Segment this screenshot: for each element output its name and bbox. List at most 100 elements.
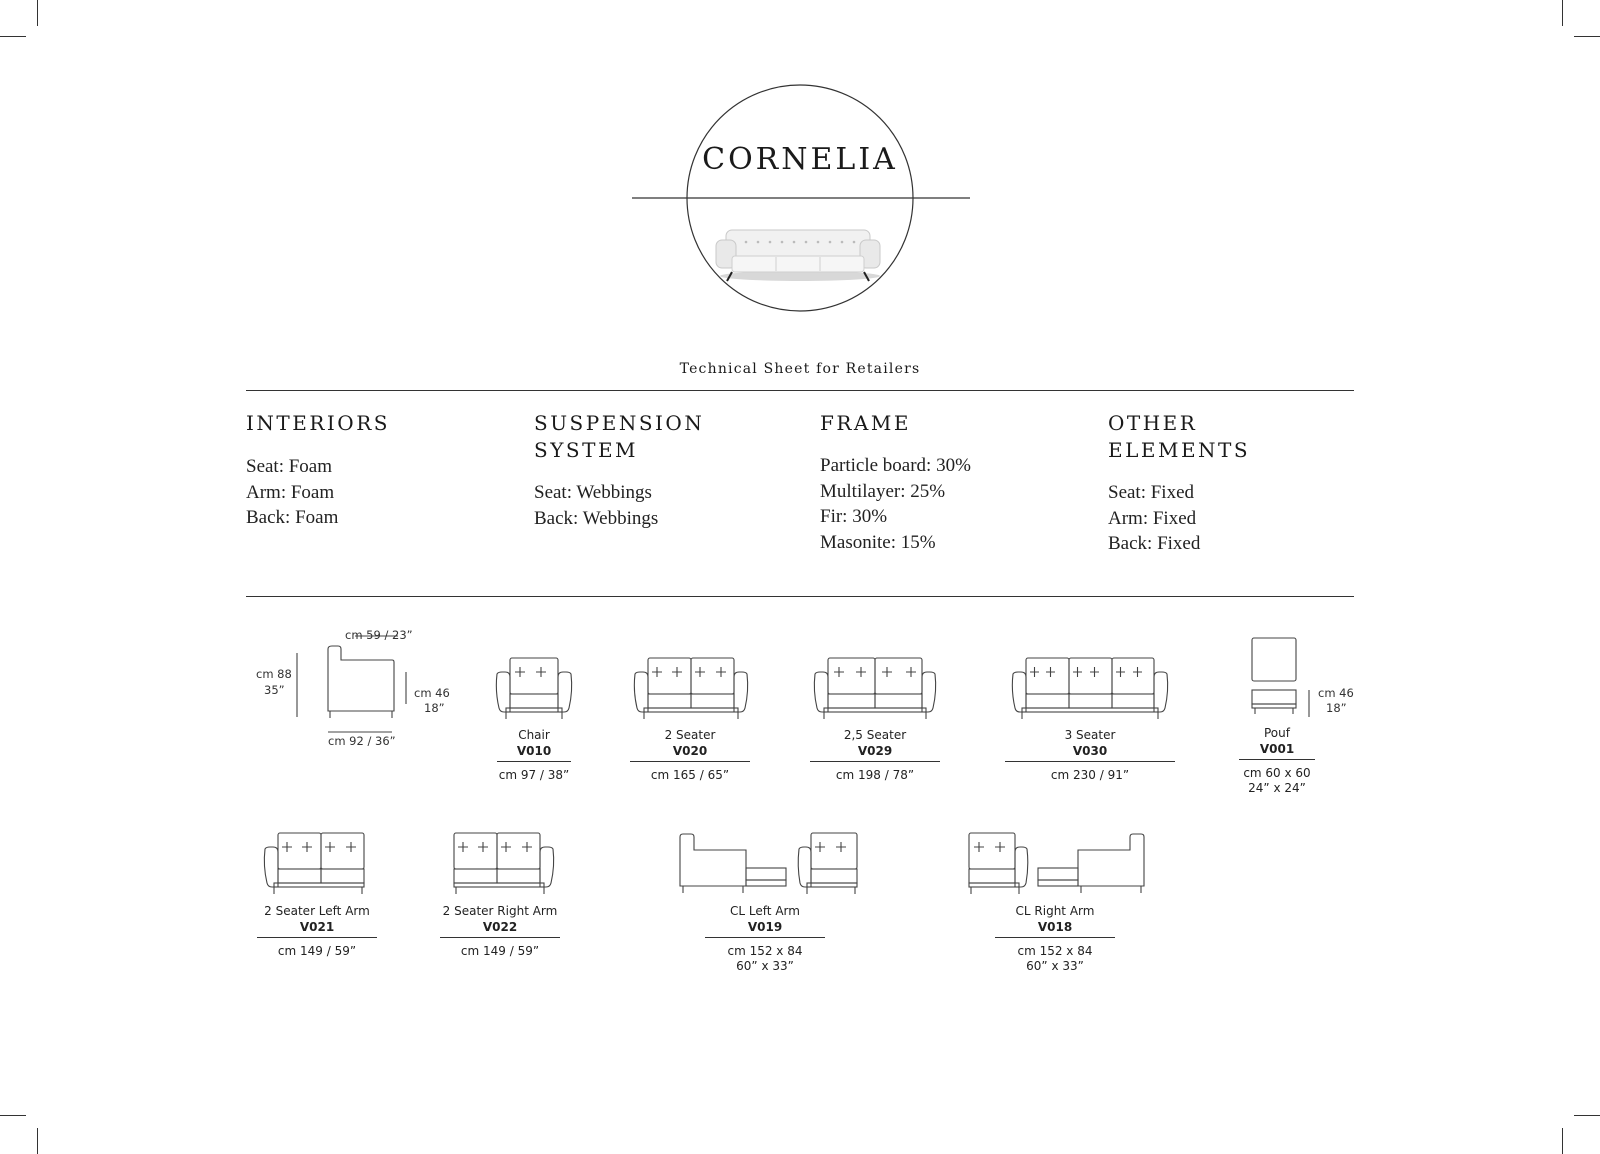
spec-heading: FRAME — [820, 411, 911, 435]
model-underline — [995, 937, 1115, 938]
model-code: V022 — [482, 920, 518, 934]
sofa-2-seater-left-arm-drawing — [263, 832, 365, 894]
model-size: cm 165 / 65” — [650, 768, 730, 782]
model-size-inches: 24” x 24” — [1248, 781, 1306, 795]
spec-item: Seat: Fixed — [1108, 482, 1195, 503]
spec-heading: INTERIORS — [246, 411, 390, 435]
logo-circle — [632, 84, 970, 312]
model-underline — [497, 761, 571, 762]
height-in-label: 35” — [264, 683, 285, 697]
model-size-inches: 60” x 33” — [736, 959, 794, 973]
spec-heading: OTHER ELEMENTS — [1108, 411, 1251, 462]
spec-item: Particle board: 30% — [820, 455, 971, 476]
model-code: V021 — [299, 920, 335, 934]
divider — [246, 390, 1354, 391]
depth-label: cm 92 / 36” — [328, 734, 396, 748]
sofa-2-5-seater-drawing — [813, 657, 937, 719]
model-size: cm 97 / 38” — [498, 768, 570, 782]
spec-heading: SUSPENSION SYSTEM — [534, 411, 705, 462]
spec-item: Seat: Webbings — [534, 482, 652, 503]
height-label: cm 88 — [256, 667, 292, 681]
model-name: 2 Seater — [664, 728, 716, 742]
crop-mark — [1562, 1128, 1563, 1154]
model-code: V030 — [1072, 744, 1108, 758]
model-cl-right-arm: CL Right Arm V018 cm 152 x 84 60” x 33” — [990, 904, 1120, 974]
spec-item: Arm: Foam — [246, 481, 335, 503]
model-size-inches: 60” x 33” — [1026, 959, 1084, 973]
spec-list: Seat: Fixed Arm: Fixed Back: Fixed — [1108, 480, 1200, 557]
spec-item: Multilayer: 25% — [820, 480, 946, 502]
model-size: cm 198 / 78” — [835, 768, 915, 782]
model-underline — [257, 937, 377, 938]
model-2-seater-right-arm: 2 Seater Right Arm V022 cm 149 / 59” — [434, 904, 566, 959]
spec-item: Seat: Foam — [246, 456, 333, 477]
spec-item: Arm: Fixed — [1108, 507, 1197, 529]
spec-item: Fir: 30% — [820, 506, 888, 527]
model-2-seater-left-arm: 2 Seater Left Arm V021 cm 149 / 59” — [252, 904, 382, 959]
model-code: V019 — [747, 920, 783, 934]
model-code: V018 — [1037, 920, 1073, 934]
model-chair: Chair V010 cm 97 / 38” — [474, 728, 594, 783]
crop-mark — [1562, 0, 1563, 26]
model-cl-left-arm: CL Left Arm V019 cm 152 x 84 60” x 33” — [700, 904, 830, 974]
cl-right-arm-drawing — [968, 832, 1145, 894]
model-underline — [1005, 761, 1175, 762]
cl-left-arm-drawing — [679, 832, 858, 894]
crop-mark — [37, 0, 38, 26]
model-name: 2 Seater Right Arm — [442, 904, 558, 918]
spec-item: Back: Foam — [246, 507, 339, 528]
model-size: cm 152 x 84 — [1017, 944, 1093, 958]
model-name: 2,5 Seater — [843, 728, 907, 742]
model-code: V029 — [857, 744, 893, 758]
model-pouf: Pouf V001 cm 60 x 60 24” x 24” — [1237, 726, 1317, 796]
seat-height-label: cm 46 — [414, 686, 450, 700]
model-3-seater: 3 Seater V030 cm 230 / 91” — [1004, 728, 1176, 783]
spec-item: Back: Webbings — [534, 507, 659, 529]
model-size: cm 60 x 60 — [1243, 766, 1311, 780]
chair-drawing — [495, 657, 573, 719]
model-underline — [705, 937, 825, 938]
crop-mark — [37, 1128, 38, 1154]
model-underline — [1239, 759, 1315, 760]
sofa-2-seater-drawing — [633, 657, 749, 719]
spec-item: Back: Fixed — [1108, 533, 1201, 554]
model-code: V010 — [516, 744, 552, 758]
spec-list: Particle board: 30% Multilayer: 25% Fir:… — [820, 453, 971, 555]
model-underline — [440, 937, 560, 938]
model-2-5-seater: 2,5 Seater V029 cm 198 / 78” — [809, 728, 941, 783]
crop-mark — [1574, 36, 1600, 37]
pouf-seat-height-label: cm 46 — [1318, 686, 1354, 700]
model-2-seater: 2 Seater V020 cm 165 / 65” — [630, 728, 750, 783]
model-underline — [630, 761, 750, 762]
sofa-photo-icon — [715, 229, 881, 282]
model-code: V001 — [1259, 742, 1295, 756]
spec-list: Seat: Webbings Back: Webbings — [534, 480, 658, 531]
model-size: cm 230 / 91” — [1050, 768, 1130, 782]
model-underline — [810, 761, 940, 762]
spec-list: Seat: Foam Arm: Foam Back: Foam — [246, 454, 338, 531]
seat-height-in-label: 18” — [424, 701, 445, 715]
model-size: cm 152 x 84 — [727, 944, 803, 958]
product-title: CORNELIA — [702, 142, 898, 177]
pouf-drawing — [1251, 637, 1310, 717]
divider — [246, 596, 1354, 597]
crop-mark — [1574, 1115, 1600, 1116]
side-view-drawing — [296, 635, 407, 733]
model-name: 2 Seater Left Arm — [264, 904, 370, 918]
model-name: Chair — [518, 728, 550, 742]
pouf-seat-height-in-label: 18” — [1326, 701, 1347, 715]
model-code: V020 — [672, 744, 708, 758]
page-subtitle: Technical Sheet for Retailers — [679, 361, 921, 377]
model-name: 3 Seater — [1064, 728, 1116, 742]
model-name: CL Left Arm — [730, 904, 800, 918]
model-name: Pouf — [1264, 726, 1290, 740]
depth-top-label: cm 59 / 23” — [345, 628, 413, 642]
crop-mark — [0, 1115, 26, 1116]
model-size: cm 149 / 59” — [460, 944, 540, 958]
model-size: cm 149 / 59” — [277, 944, 357, 958]
model-name: CL Right Arm — [1015, 904, 1095, 918]
crop-mark — [0, 36, 26, 37]
sofa-2-seater-right-arm-drawing — [453, 832, 555, 894]
sofa-3-seater-drawing — [1011, 657, 1169, 719]
spec-item: Masonite: 15% — [820, 531, 936, 553]
